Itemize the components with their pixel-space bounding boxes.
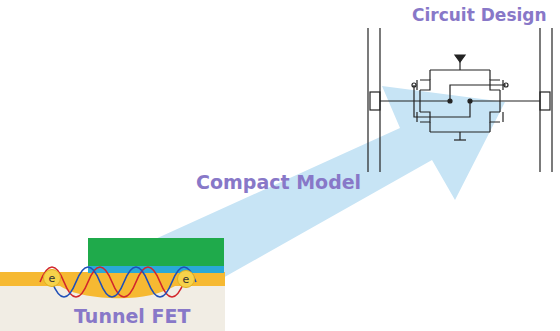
wave-blue [52, 267, 196, 297]
electron-circle: e [43, 269, 61, 287]
device-label: Tunnel FET [74, 306, 190, 327]
heading-label: Circuit Design [412, 6, 547, 25]
electron-symbol: e [183, 274, 190, 285]
electron-symbol: e [49, 273, 56, 284]
arrow-label: Compact Model [196, 172, 361, 193]
wave-red [40, 267, 184, 297]
electron-circle: e [177, 270, 195, 288]
sram-schematic [368, 28, 552, 172]
gate-oxide [88, 266, 224, 273]
gate [88, 238, 224, 266]
